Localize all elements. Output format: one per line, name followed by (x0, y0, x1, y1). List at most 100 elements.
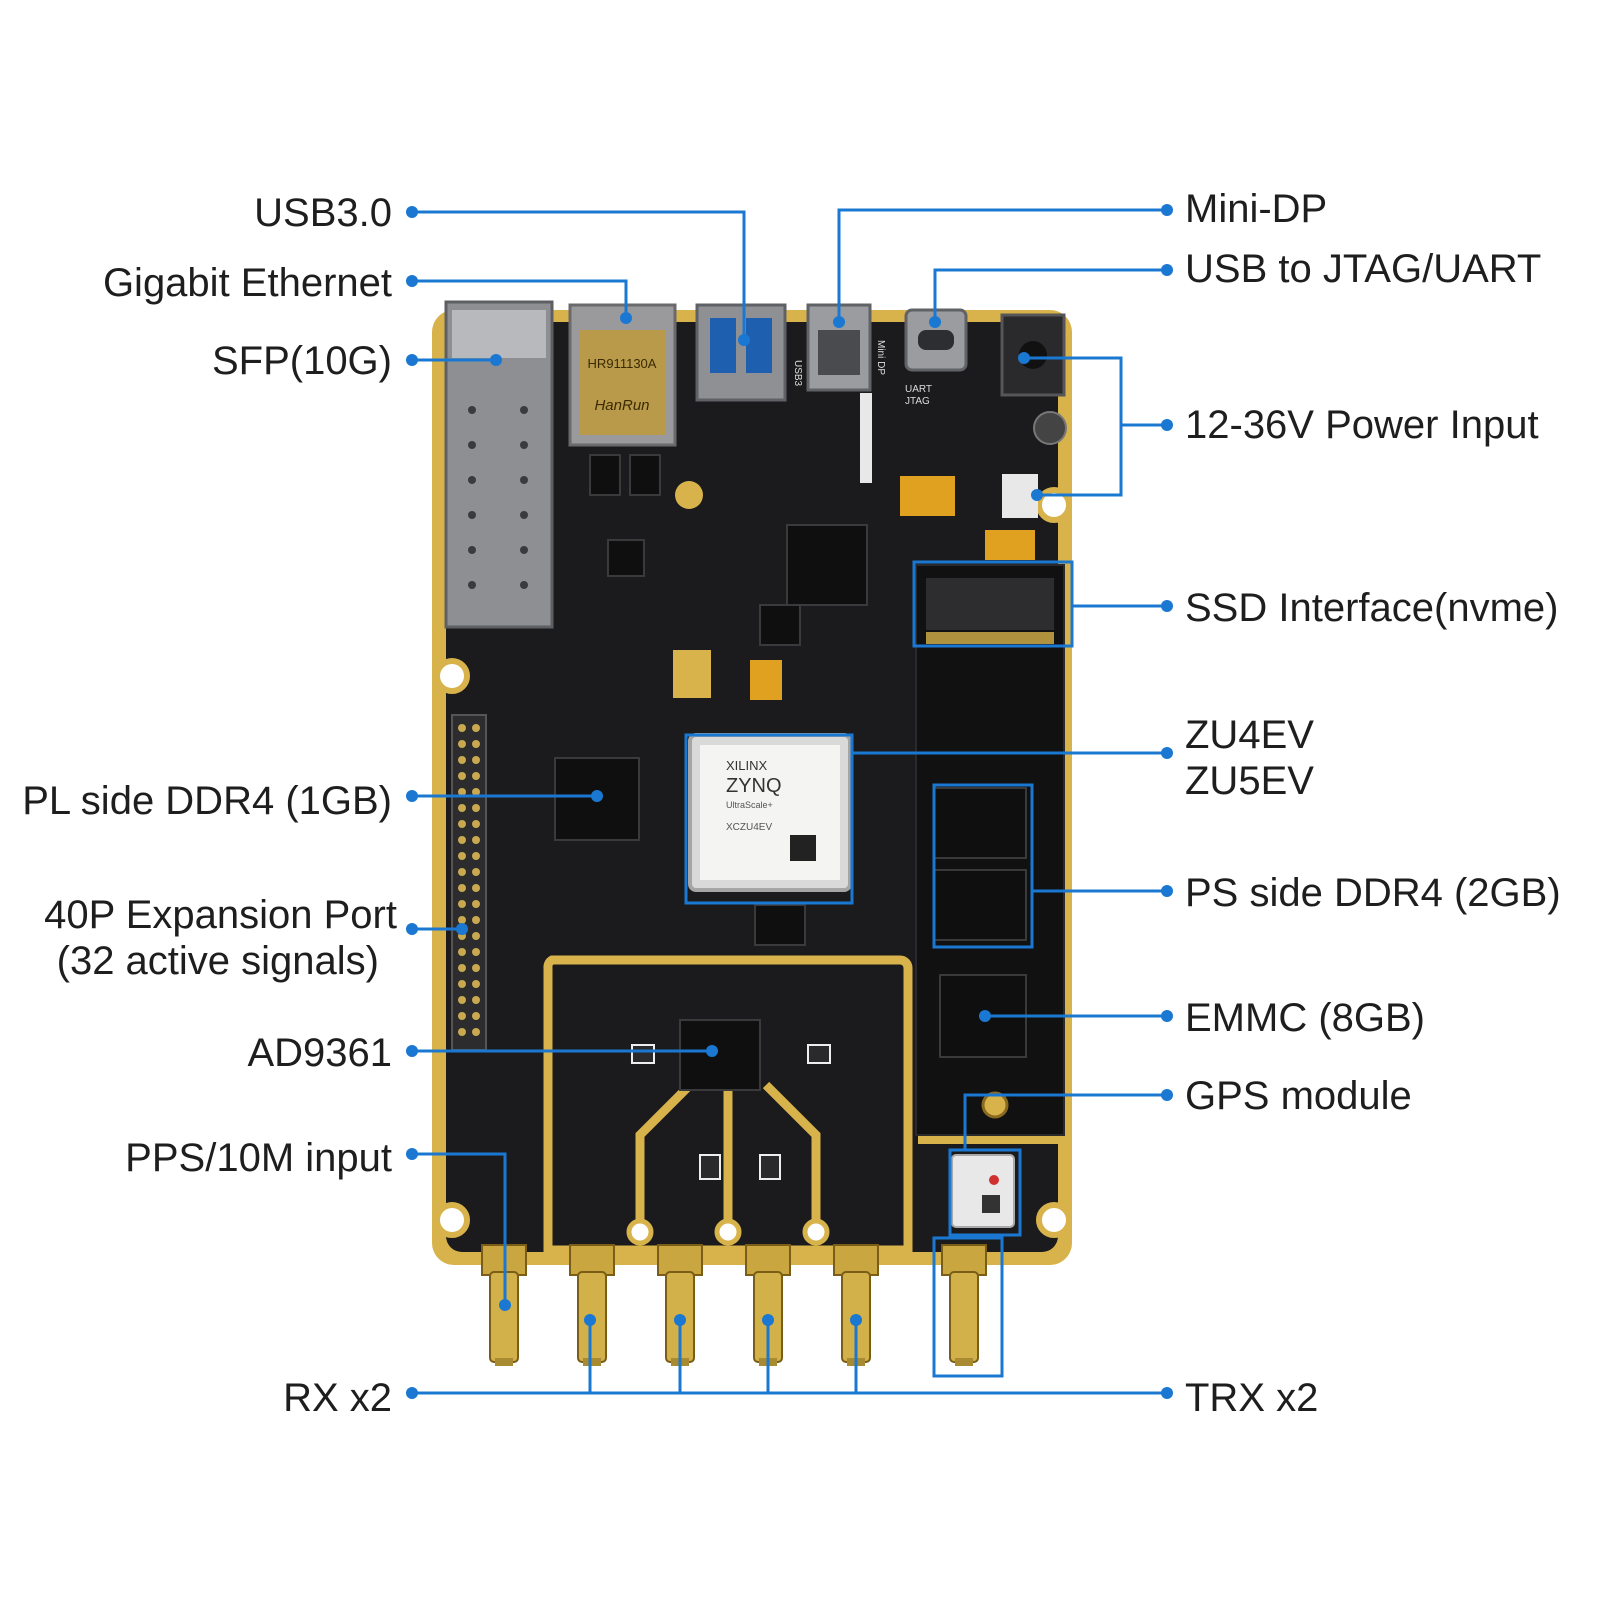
header-pin (458, 964, 466, 972)
header-pin (472, 756, 480, 764)
fpga-brand-text: XILINX (726, 758, 768, 773)
leader-dot (1161, 1010, 1173, 1022)
leader-line (933, 268, 1167, 322)
leader-dot (1161, 885, 1173, 897)
leader-dot (406, 1045, 418, 1057)
header-pin (458, 852, 466, 860)
header-pin (472, 724, 480, 732)
leader-dot (620, 312, 632, 324)
leader-dot (706, 1045, 718, 1057)
leader-dot (1161, 1089, 1173, 1101)
highlight-boxes (684, 560, 1074, 1378)
highlight-ps-ddr4 (932, 783, 1034, 949)
header-pin (472, 820, 480, 828)
leader-dot (406, 1148, 418, 1160)
label-sfp: SFP(10G) (211, 339, 392, 383)
label-usb3: USB3.0 (254, 191, 392, 235)
leader-dot (490, 354, 502, 366)
header-pin (458, 756, 466, 764)
sma-connector (657, 1244, 703, 1366)
leader-dot (406, 206, 418, 218)
mini-dp-silk: Mini DP (875, 340, 886, 375)
leader-dot (1161, 600, 1173, 612)
header-pin (472, 804, 480, 812)
header-pin (472, 916, 480, 924)
leader-dot (738, 334, 750, 346)
leader-dot (979, 1010, 991, 1022)
label-ad9361: AD9361 (247, 1031, 392, 1075)
leader-line (963, 1093, 1167, 1150)
header-pin (458, 916, 466, 924)
label-expansion-line1: 40P Expansion Port (44, 893, 397, 937)
sma-connector (941, 1244, 987, 1366)
leader-line (1037, 425, 1123, 497)
header-pin (472, 900, 480, 908)
leader-dot (929, 316, 941, 328)
header-pin (458, 868, 466, 876)
leader-dot (584, 1314, 596, 1326)
leader-line (412, 1152, 507, 1305)
leader-dot (499, 1299, 511, 1311)
header-pin (472, 740, 480, 748)
leader-dot (1161, 747, 1173, 759)
leader-dot (1161, 264, 1173, 276)
leader-dot (1161, 419, 1173, 431)
highlight-gps-antenna (932, 1236, 1004, 1378)
fpga-family-text: ZYNQ (726, 775, 782, 797)
highlight-ssd (912, 560, 1074, 648)
sfp-cage (444, 300, 554, 629)
header-pin (458, 788, 466, 796)
misc-passives (631, 393, 872, 1180)
leader-dot (456, 923, 468, 935)
leader-line (412, 279, 628, 318)
jtag-silk: JTAG (905, 396, 930, 407)
highlight-gps (948, 1148, 1022, 1237)
leader-line (1024, 356, 1167, 427)
leader-dot (1161, 204, 1173, 216)
leader-line (412, 210, 746, 340)
header-pin (472, 884, 480, 892)
label-ps-ddr4: PS side DDR4 (2GB) (1185, 871, 1561, 915)
header-pin (472, 868, 480, 876)
leader-dot (406, 923, 418, 935)
sma-connector (569, 1244, 615, 1366)
leader-lines (412, 208, 1167, 1395)
header-pin (472, 1028, 480, 1036)
header-pin (472, 980, 480, 988)
header-pin (472, 788, 480, 796)
label-zu-line2: ZU5EV (1185, 759, 1314, 803)
leader-dot (762, 1314, 774, 1326)
rj45-brand-text: HanRun (594, 397, 649, 414)
leader-dot (406, 275, 418, 287)
header-pin (458, 900, 466, 908)
highlight-fpga (684, 733, 854, 905)
leader-dot (1018, 352, 1030, 364)
fpga-chip: XILINX ZYNQ UltraScale+ XCZU4EV (688, 733, 852, 892)
header-pin (472, 1012, 480, 1020)
header-pin (472, 772, 480, 780)
header-pin (458, 996, 466, 1004)
header-pin (472, 948, 480, 956)
label-emmc: EMMC (8GB) (1185, 996, 1425, 1040)
rj45-part-text: HR911130A (588, 356, 657, 371)
header-pin (458, 1028, 466, 1036)
header-pin (458, 772, 466, 780)
rj45-jack: HR911130A HanRun (568, 303, 677, 447)
label-zu-line1: ZU4EV (1185, 713, 1314, 757)
expansion-header (451, 714, 487, 1051)
leader-dot (406, 1387, 418, 1399)
header-pin (458, 948, 466, 956)
fpga-series-text: UltraScale+ (726, 800, 773, 810)
leader-dots (406, 204, 1173, 1399)
header-pin (472, 852, 480, 860)
header-pin (458, 804, 466, 812)
header-pin (458, 1012, 466, 1020)
leader-dot (674, 1314, 686, 1326)
leader-dot (833, 316, 845, 328)
label-power-input: 12-36V Power Input (1185, 403, 1539, 447)
leader-line (837, 208, 1167, 322)
leader-dot (406, 354, 418, 366)
label-gigabit-ethernet: Gigabit Ethernet (102, 261, 392, 305)
header-pin (458, 740, 466, 748)
